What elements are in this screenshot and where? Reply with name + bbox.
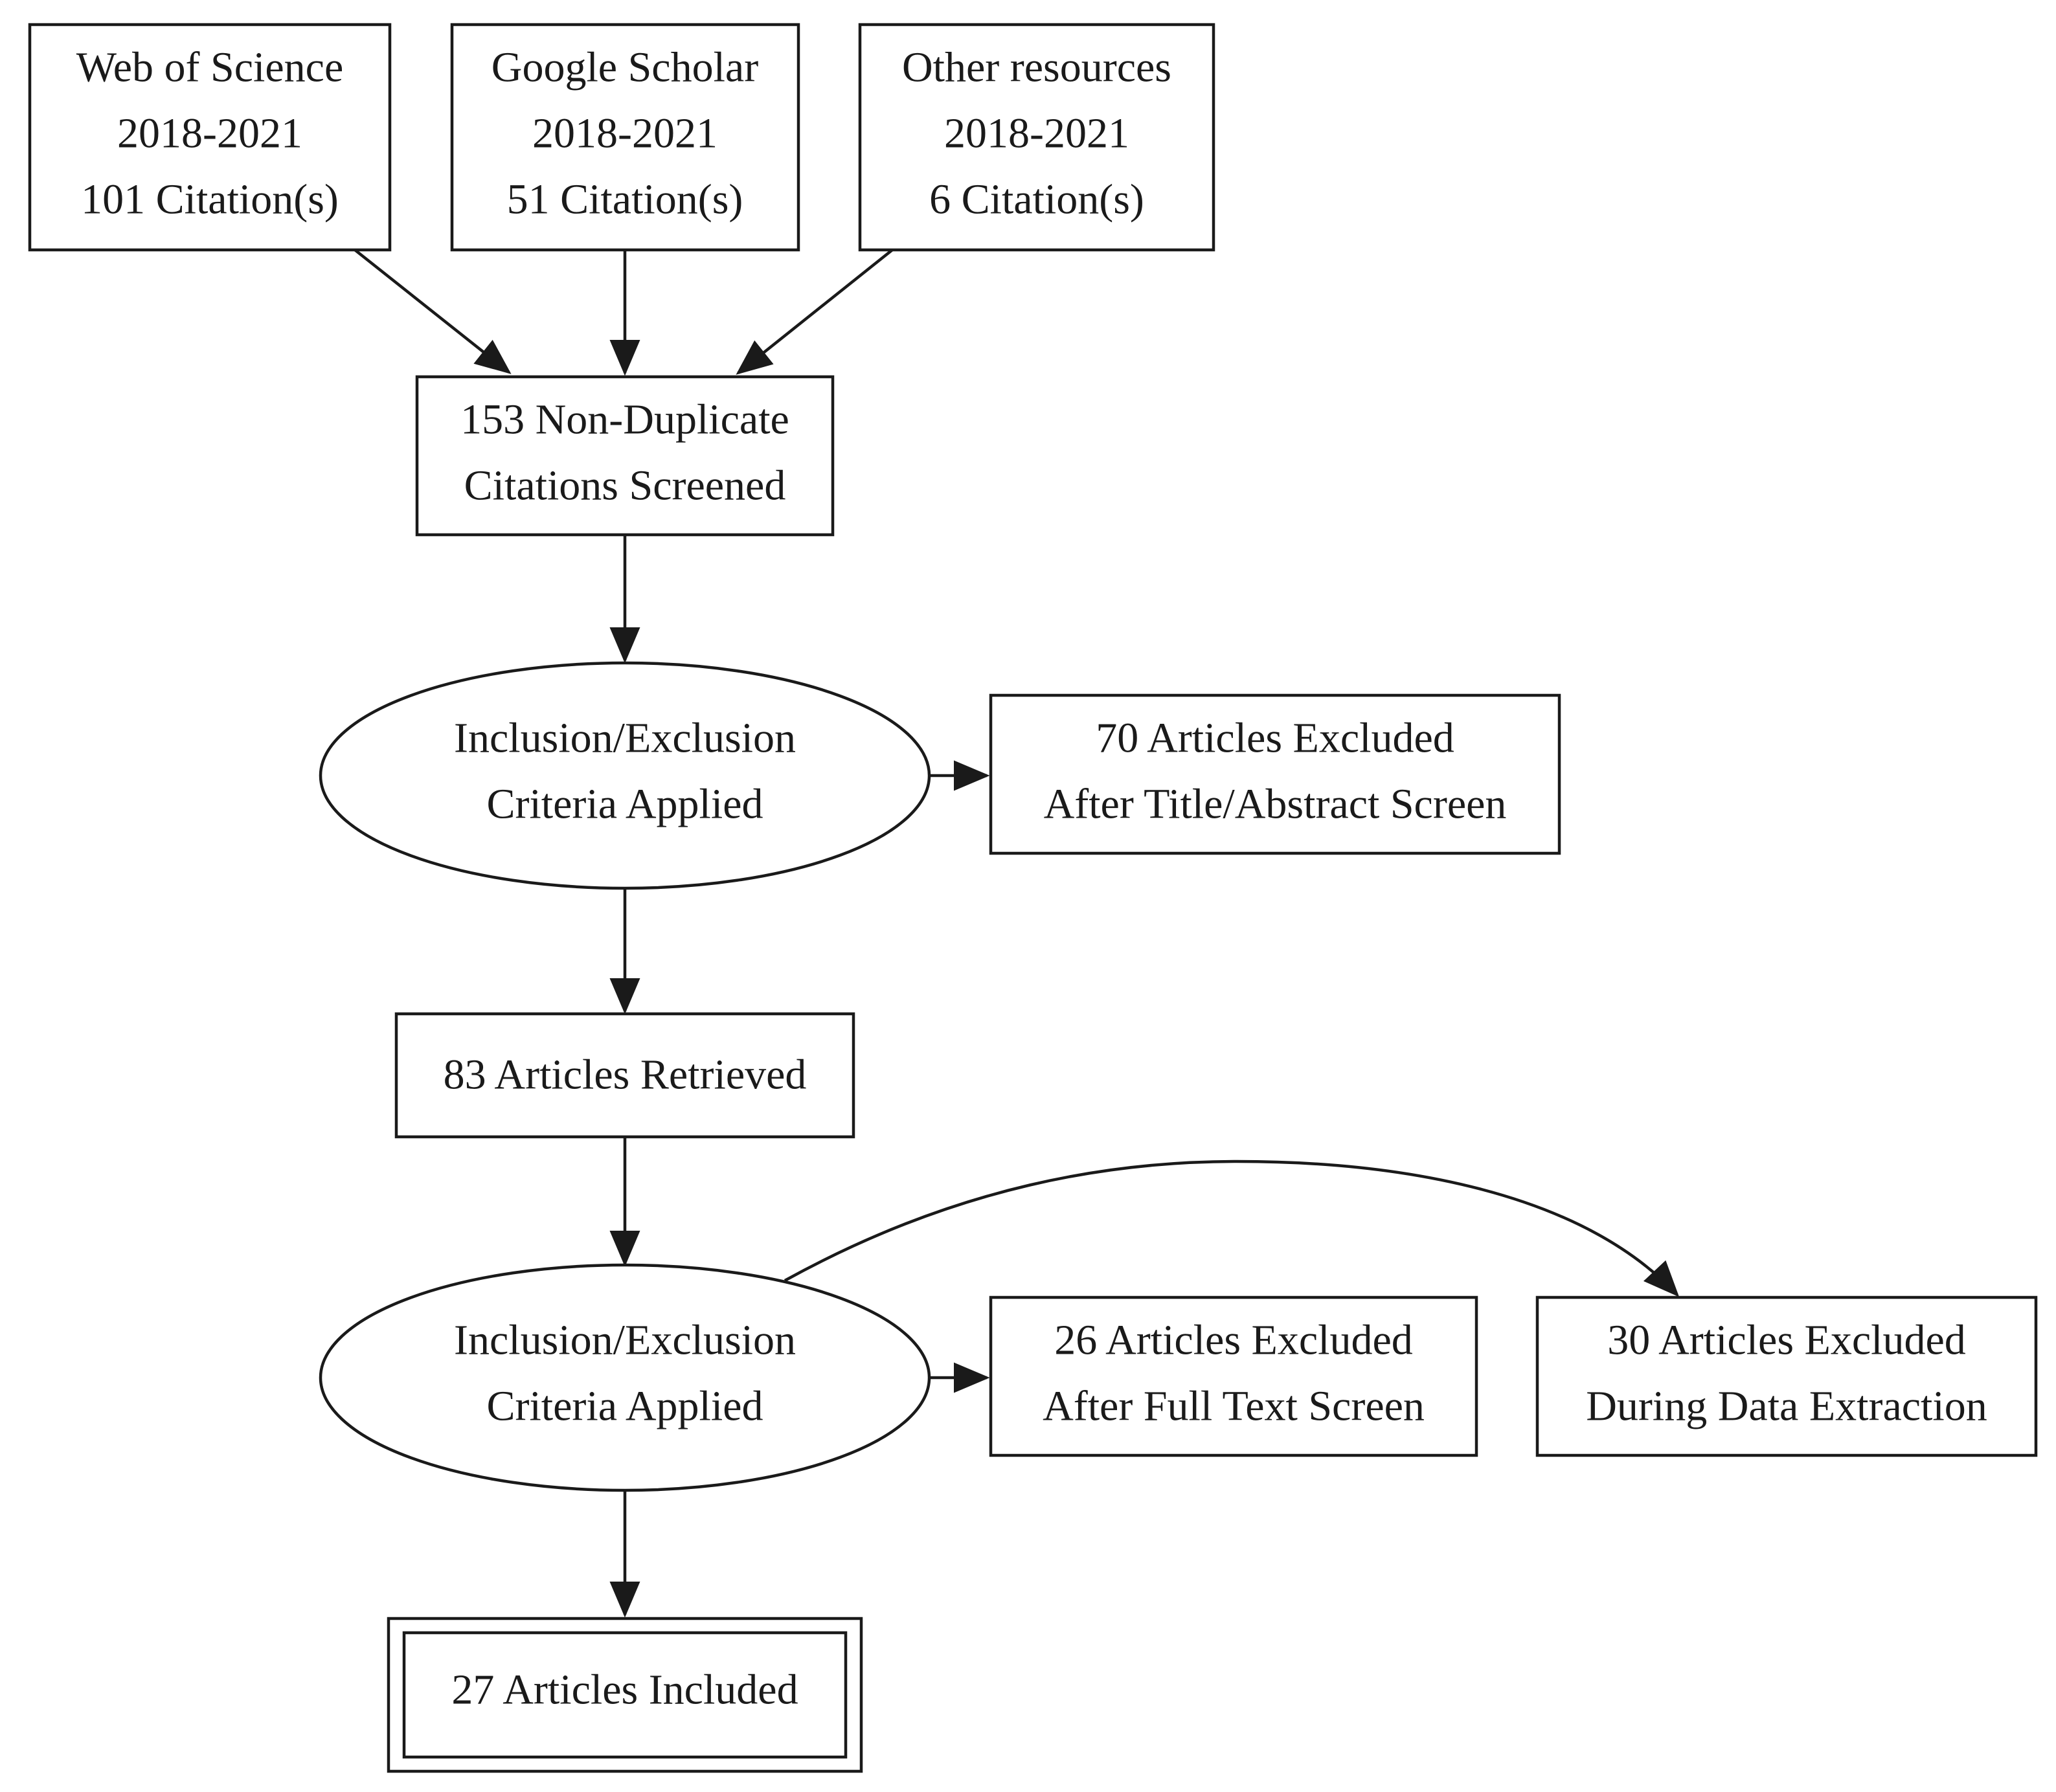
criteria-1-line-1: Inclusion/Exclusion [454,715,796,762]
edge-web-of-science-to-screened [354,249,512,374]
other-resources-title: Other resources [902,44,1171,91]
node-other-resources: Other resources 2018-2021 6 Citation(s) [858,23,1215,252]
edge-criteria-2-to-excluded-data-extraction [784,1159,1680,1297]
node-retrieved: 83 Articles Retrieved [394,1012,855,1139]
node-excluded-title-abstract: 70 Articles Excluded After Title/Abstrac… [989,693,1561,855]
node-web-of-science: Web of Science 2018-2021 101 Citation(s) [28,23,392,252]
excluded-title-abstract-line-2: After Title/Abstract Screen [1044,781,1507,828]
excluded-full-text-line-2: After Full Text Screen [1043,1383,1425,1430]
web-of-science-citations: 101 Citation(s) [81,176,339,223]
google-scholar-title: Google Scholar [491,44,758,91]
criteria-2-line-1: Inclusion/Exclusion [454,1317,796,1364]
node-included: 27 Articles Included [387,1617,863,1773]
node-criteria-2: Inclusion/Exclusion Criteria Applied [319,1263,931,1492]
node-criteria-1: Inclusion/Exclusion Criteria Applied [319,661,931,890]
google-scholar-citations: 51 Citation(s) [507,176,743,223]
web-of-science-title: Web of Science [76,44,344,91]
google-scholar-years: 2018-2021 [532,110,717,157]
other-resources-years: 2018-2021 [944,110,1129,157]
retrieved-line-1: 83 Articles Retrieved [444,1051,807,1099]
criteria-2-line-2: Criteria Applied [486,1383,763,1430]
edges [354,249,1680,1618]
excluded-title-abstract-line-1: 70 Articles Excluded [1096,715,1454,762]
screened-line-1: 153 Non-Duplicate [460,396,789,443]
web-of-science-years: 2018-2021 [117,110,302,157]
node-excluded-full-text: 26 Articles Excluded After Full Text Scr… [989,1295,1478,1457]
node-google-scholar: Google Scholar 2018-2021 51 Citation(s) [450,23,800,252]
edge-other-resources-to-screened [736,249,894,375]
included-line-1: 27 Articles Included [451,1666,798,1714]
excluded-data-extraction-line-1: 30 Articles Excluded [1607,1317,1966,1364]
node-excluded-data-extraction: 30 Articles Excluded During Data Extract… [1535,1295,2038,1457]
screened-line-2: Citations Screened [464,462,786,510]
node-screened: 153 Non-Duplicate Citations Screened [415,375,835,537]
excluded-full-text-line-1: 26 Articles Excluded [1054,1317,1413,1364]
excluded-data-extraction-line-2: During Data Extraction [1586,1383,1987,1430]
criteria-1-line-2: Criteria Applied [486,781,763,828]
other-resources-citations: 6 Citation(s) [929,176,1144,223]
